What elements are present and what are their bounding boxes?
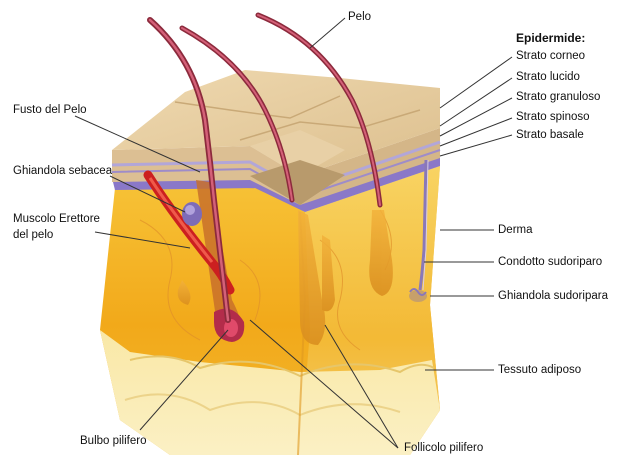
dermis-block <box>100 166 440 455</box>
label-bulbo-pilifero: Bulbo pilifero <box>80 434 146 448</box>
label-follicolo-pilifero: Follicolo pilifero <box>404 441 483 455</box>
label-condotto-sudoriparo: Condotto sudoriparo <box>498 255 602 269</box>
label-tessuto-adiposo: Tessuto adiposo <box>498 363 581 377</box>
label-strato-corneo: Strato corneo <box>516 49 585 63</box>
sebaceous-gland <box>182 202 202 226</box>
label-strato-basale: Strato basale <box>516 128 584 142</box>
label-muscolo-erettore-2: del pelo <box>13 228 53 242</box>
label-pelo: Pelo <box>348 10 371 24</box>
label-strato-lucido: Strato lucido <box>516 70 580 84</box>
label-strato-granuloso: Strato granuloso <box>516 90 600 104</box>
label-epidermide-title: Epidermide: <box>516 31 585 45</box>
label-strato-spinoso: Strato spinoso <box>516 110 590 124</box>
label-derma: Derma <box>498 223 533 237</box>
label-fusto-del-pelo: Fusto del Pelo <box>13 103 87 117</box>
label-ghiandola-sudoripara: Ghiandola sudoripara <box>498 289 608 303</box>
label-muscolo-erettore-1: Muscolo Erettore <box>13 212 100 226</box>
label-ghiandola-sebacea: Ghiandola sebacea <box>13 164 112 178</box>
